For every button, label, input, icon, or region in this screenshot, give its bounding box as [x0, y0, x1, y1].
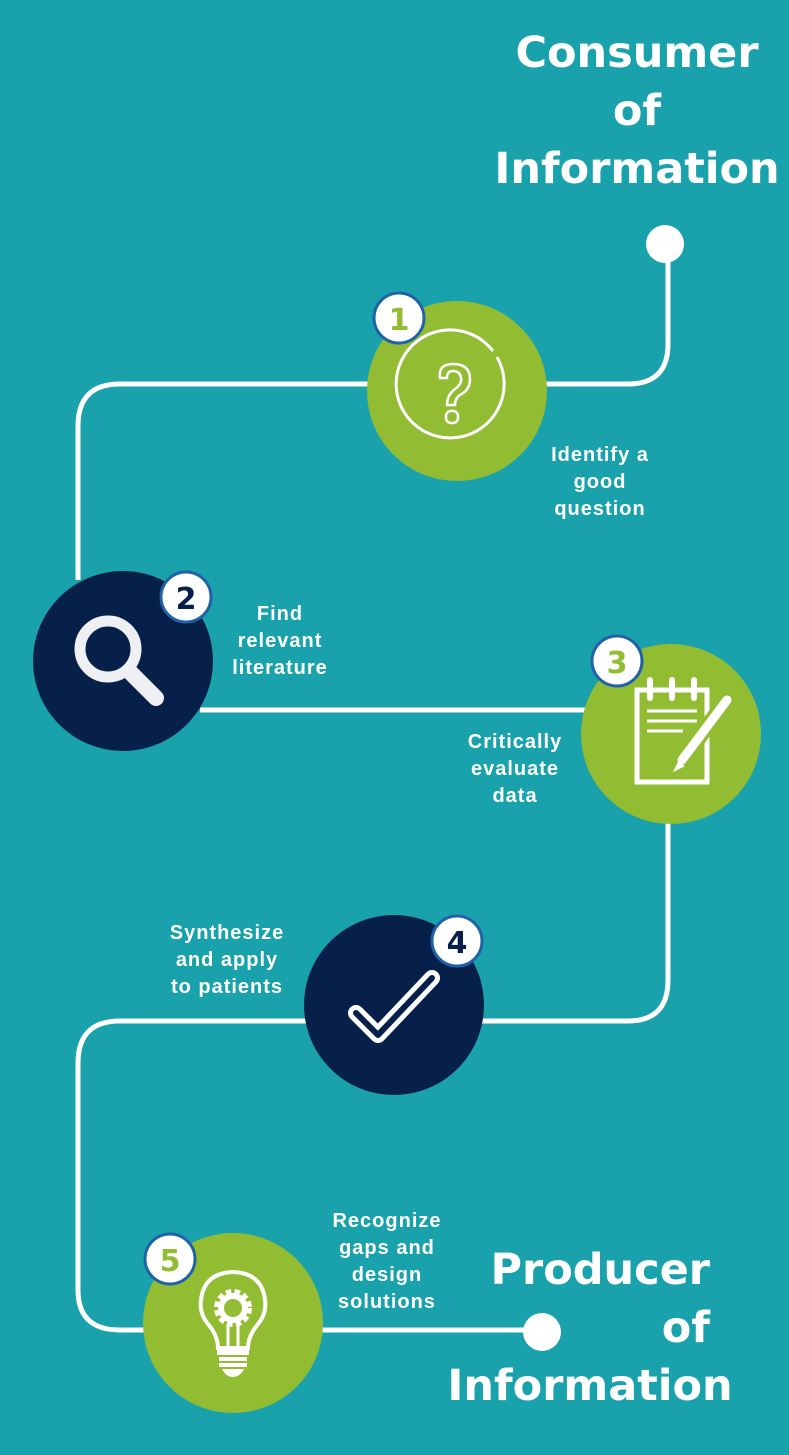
- magnifier-icon: [74, 615, 164, 706]
- step-4-number: 4: [447, 926, 468, 961]
- bottom-title-line-1: Producer: [490, 1245, 710, 1295]
- step-1-label-3: question: [554, 498, 645, 520]
- question-icon: [394, 328, 506, 440]
- step-2-label-1: Find: [257, 603, 303, 625]
- step-4-label-2: and apply: [176, 949, 278, 971]
- step-2-number: 2: [176, 582, 197, 617]
- step-5-badge: [143, 1232, 197, 1286]
- end-dot: [523, 1313, 561, 1351]
- step-1-badge: [372, 291, 426, 345]
- checkmark-icon: [348, 970, 440, 1043]
- step-5-number: 5: [160, 1244, 181, 1279]
- step-3-label-3: data: [492, 785, 537, 807]
- top-title: Consumer of Information: [494, 28, 779, 194]
- top-title-line-1: Consumer: [515, 28, 759, 78]
- step-3-label-1: Critically: [468, 731, 562, 753]
- step-1-number: 1: [389, 303, 410, 338]
- step-4-label-3: to patients: [171, 976, 283, 998]
- step-5: 5 Recognize gaps and design solutions: [143, 1210, 441, 1413]
- step-3: 3 Critically evaluate data: [468, 634, 761, 824]
- bottom-title: Producer of Information: [447, 1245, 732, 1411]
- step-5-label-3: design: [352, 1264, 422, 1286]
- step-4: 4 Synthesize and apply to patients: [170, 914, 484, 1095]
- step-2-badge: [159, 570, 213, 624]
- top-title-line-2: of: [613, 86, 663, 136]
- lightbulb-gear-icon: [198, 1269, 268, 1377]
- step-3-badge: [590, 634, 644, 688]
- step-3-label-2: evaluate: [471, 758, 559, 780]
- step-2-label-2: relevant: [238, 630, 323, 652]
- step-1-label-1: Identify a: [551, 444, 649, 466]
- step-3-circle: [581, 644, 761, 824]
- step-4-label-1: Synthesize: [170, 922, 284, 944]
- step-1: 1 Identify a good question: [367, 291, 649, 520]
- start-dot: [646, 225, 684, 263]
- step-2-label-3: literature: [232, 657, 328, 679]
- step-4-badge: [430, 914, 484, 968]
- bottom-title-line-3: Information: [447, 1361, 732, 1411]
- step-5-label-4: solutions: [338, 1291, 436, 1313]
- notepad-pencil-icon: [634, 677, 734, 785]
- step-1-label-2: good: [574, 471, 627, 493]
- step-5-label-1: Recognize: [332, 1210, 441, 1232]
- top-title-line-3: Information: [494, 144, 779, 194]
- step-2: 2 Find relevant literature: [33, 570, 328, 751]
- bottom-title-line-2: of: [662, 1303, 712, 1353]
- step-5-label-2: gaps and: [339, 1237, 435, 1259]
- step-3-number: 3: [607, 646, 628, 681]
